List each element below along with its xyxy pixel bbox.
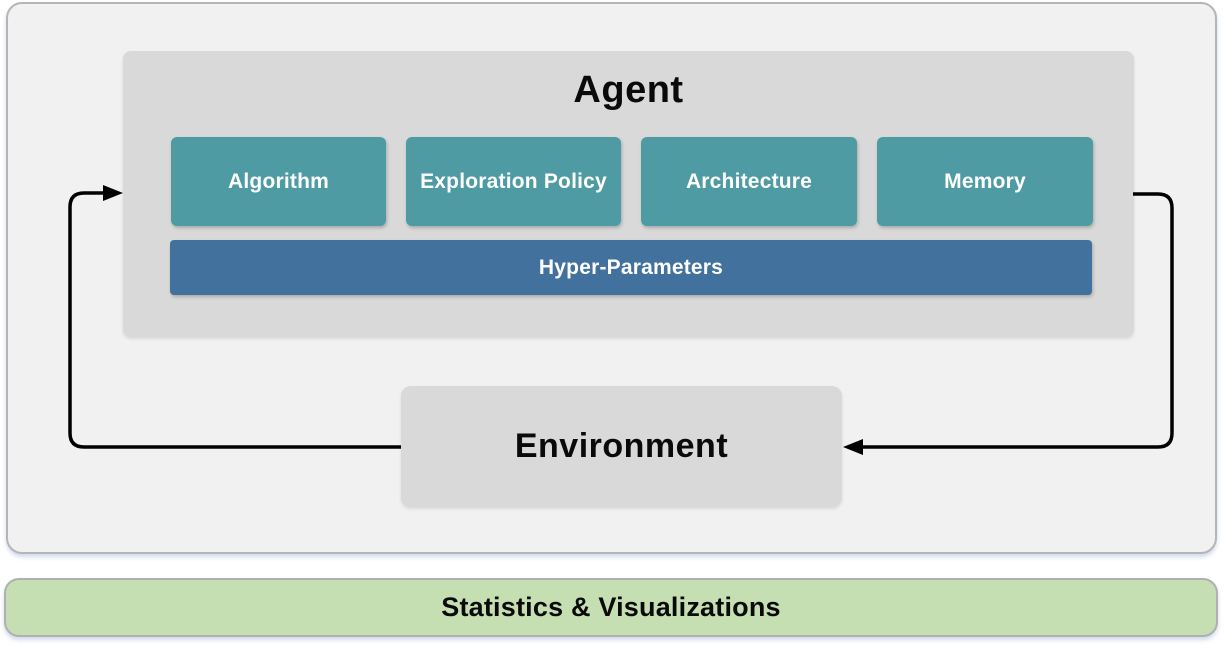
- stats-visualizations-label: Statistics & Visualizations: [441, 592, 781, 622]
- module-architecture-label: Architecture: [685, 169, 813, 193]
- stats-visualizations-bar: Statistics & Visualizations: [4, 578, 1218, 637]
- module-algorithm-label: Algorithm: [228, 169, 329, 193]
- agent-title: Agent: [573, 69, 684, 111]
- environment-box: Environment: [401, 386, 842, 507]
- hyper-parameters-bar: Hyper-Parameters: [170, 240, 1092, 295]
- module-exploration-policy: Exploration Policy: [406, 137, 621, 226]
- module-architecture: Architecture: [641, 137, 857, 226]
- module-memory: Memory: [877, 137, 1093, 226]
- module-memory-label: Memory: [944, 169, 1026, 193]
- environment-title: Environment: [514, 427, 729, 465]
- module-exploration-policy-label: Exploration Policy: [420, 169, 607, 193]
- module-algorithm: Algorithm: [171, 137, 386, 226]
- hyper-parameters-label: Hyper-Parameters: [538, 255, 724, 279]
